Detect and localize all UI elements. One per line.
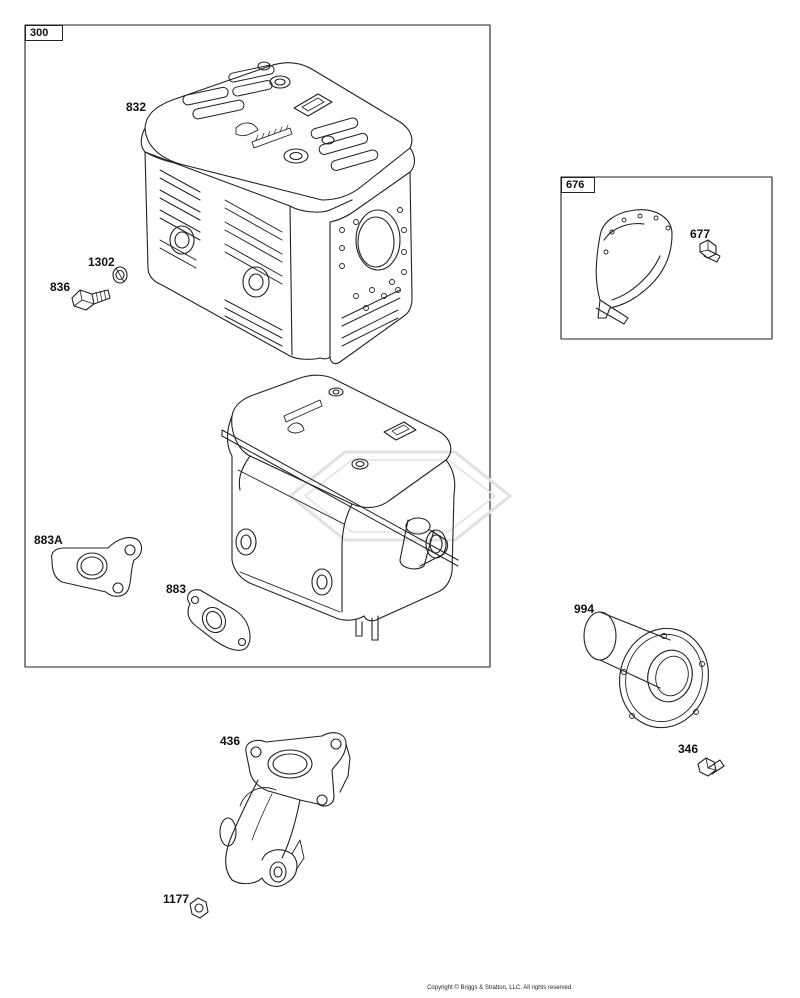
callout-883: 883: [166, 582, 187, 596]
part-832-heat-shield: [140, 61, 416, 365]
callout-836: 836: [50, 280, 71, 294]
part-677-screw: [699, 239, 721, 263]
group-676-frame: [560, 176, 773, 340]
part-883A-gasket: [51, 537, 143, 597]
watermark-logo: [288, 450, 512, 542]
part-346-screw: [697, 757, 725, 777]
callout-436: 436: [220, 734, 241, 748]
part-1177-nut: [189, 897, 209, 919]
part-883-gasket: [187, 589, 251, 651]
part-676-cover: [595, 209, 673, 325]
group-300-frame: [24, 24, 491, 668]
callout-677: 677: [690, 227, 711, 241]
callout-832: 832: [126, 100, 147, 114]
callout-1302: 1302: [88, 255, 115, 269]
group-676-label: 676: [561, 177, 595, 193]
callout-883A: 883A: [34, 533, 63, 547]
callout-346: 346: [678, 742, 699, 756]
callout-994: 994: [574, 602, 595, 616]
callout-1177: 1177: [163, 892, 190, 906]
part-836-bolt: [71, 289, 111, 311]
part-436-exhaust-elbow: [219, 732, 351, 887]
part-994-tube: [583, 611, 709, 729]
part-muffler-body: [221, 374, 459, 641]
copyright-notice: Copyright © Briggs & Stratton, LLC. All …: [427, 985, 573, 991]
group-300-label: 300: [25, 25, 63, 41]
part-1302-washer: [112, 266, 128, 284]
